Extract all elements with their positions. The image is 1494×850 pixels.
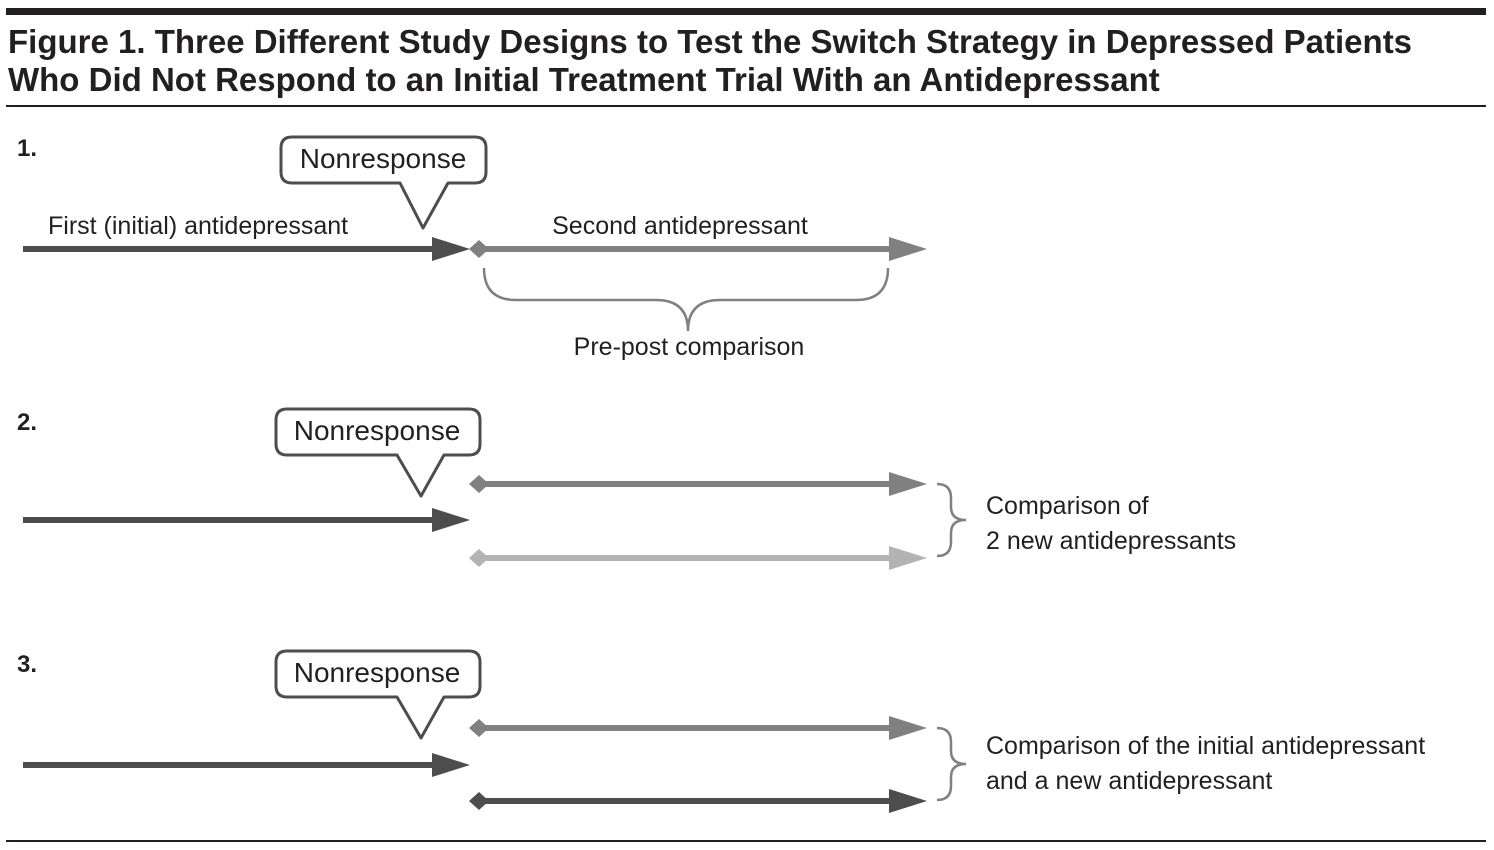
top-rule bbox=[6, 8, 1486, 15]
panel-3-comparison-line2: and a new antidepressant bbox=[986, 767, 1272, 795]
figure-title-line2: Who Did Not Respond to an Initial Treatm… bbox=[8, 61, 1160, 98]
panel-2-comparison-brace bbox=[936, 482, 967, 558]
panel-1-nonresponse-bubble bbox=[279, 135, 488, 230]
panel-3-initial-continued-diamond bbox=[469, 792, 489, 810]
panel-1-second-start-diamond bbox=[469, 240, 489, 258]
panel-2-new-b-arrowhead bbox=[889, 546, 927, 570]
panel-3-nonresponse-bubble bbox=[274, 649, 482, 740]
panel-3-initial-arrowhead bbox=[432, 753, 470, 777]
panel-3-nonresponse-label: Nonresponse bbox=[294, 657, 461, 688]
panel-3-new-arrowhead bbox=[889, 716, 927, 740]
panel-3-comparison-line1: Comparison of the initial antidepressant bbox=[986, 732, 1425, 760]
panel-2-initial-arrowhead bbox=[432, 508, 470, 532]
panel-1-pre-post-brace bbox=[482, 267, 890, 332]
panel-1-second-antidepressant-label: Second antidepressant bbox=[552, 212, 808, 240]
panel-2-new-b-diamond bbox=[469, 549, 489, 567]
panel-2-new-a-diamond bbox=[469, 475, 489, 493]
panel-3-number: 3. bbox=[17, 651, 37, 678]
panel-1-second-arrowhead bbox=[889, 237, 927, 261]
figure-title-line1: Figure 1. Three Different Study Designs … bbox=[8, 23, 1412, 60]
panel-3-initial-continued-arrowhead bbox=[889, 789, 927, 813]
panel-1-first-arrowhead bbox=[432, 237, 470, 261]
panel-3-comparison-brace bbox=[936, 726, 967, 802]
panel-2-new-a-arrowhead bbox=[889, 472, 927, 496]
panel-1-first-antidepressant-label: First (initial) antidepressant bbox=[48, 212, 348, 240]
panel-2-nonresponse-label: Nonresponse bbox=[294, 415, 461, 446]
panel-3-new-diamond bbox=[469, 719, 489, 737]
panel-1-pre-post-comparison: Pre-post comparison bbox=[574, 333, 805, 361]
panel-2-comparison-line1: Comparison of bbox=[986, 492, 1149, 520]
panel-2-nonresponse-bubble bbox=[274, 407, 482, 498]
panel-2-comparison-line2: 2 new antidepressants bbox=[986, 527, 1236, 555]
panel-2-number: 2. bbox=[17, 409, 37, 436]
panel-1-number: 1. bbox=[17, 135, 37, 162]
panel-1-nonresponse-label: Nonresponse bbox=[300, 143, 467, 174]
